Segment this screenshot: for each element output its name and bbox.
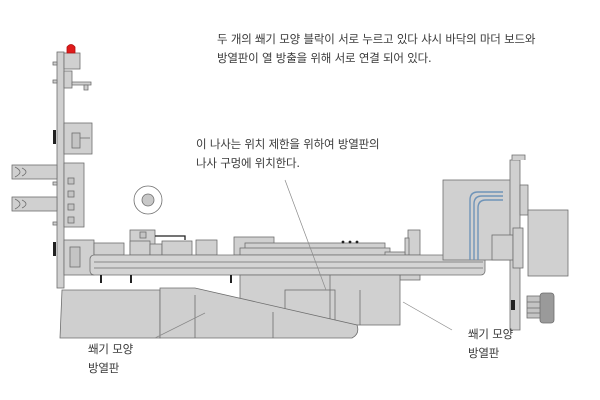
top-annotation: 두 개의 쐐기 모양 블락이 서로 누르고 있다 샤시 바닥의 마더 보드와 방…	[217, 30, 535, 68]
right-wedge-label: 쐐기 모양 방열판	[468, 325, 513, 363]
right-wedge-label-line-1: 쐐기 모양	[468, 327, 513, 341]
screw-annotation-line-1: 이 나사는 위치 제한을 위하여 방열판의	[196, 137, 380, 151]
left-wedge-label-line-2: 방열판	[88, 361, 120, 375]
left-wedge-label: 쐐기 모양 방열판	[88, 340, 133, 378]
top-annotation-line-1: 두 개의 쐐기 모양 블락이 서로 누르고 있다 샤시 바닥의 마더 보드와	[217, 32, 536, 46]
right-wedge-label-line-2: 방열판	[468, 346, 500, 360]
thumbscrew	[511, 292, 555, 324]
front-panel	[52, 44, 93, 289]
wedge-heatsink-left	[59, 287, 359, 339]
rear-assembly	[442, 154, 569, 331]
leader-lines	[154, 179, 453, 339]
screw-annotation: 이 나사는 위치 제한을 위하여 방열판의 나사 구멍에 위치한다.	[196, 135, 380, 173]
screw-annotation-line-2: 나사 구멍에 위치한다.	[196, 156, 300, 170]
standoff-circle	[133, 185, 163, 215]
status-led-icon	[66, 44, 76, 54]
motherboard-components	[129, 229, 421, 257]
heatpipes	[469, 191, 503, 260]
top-annotation-line-2: 방열판이 열 방출을 위해 서로 연결 되어 있다.	[217, 51, 432, 65]
left-wedge-label-line-1: 쐐기 모양	[88, 342, 133, 356]
usb-ports	[11, 162, 85, 228]
